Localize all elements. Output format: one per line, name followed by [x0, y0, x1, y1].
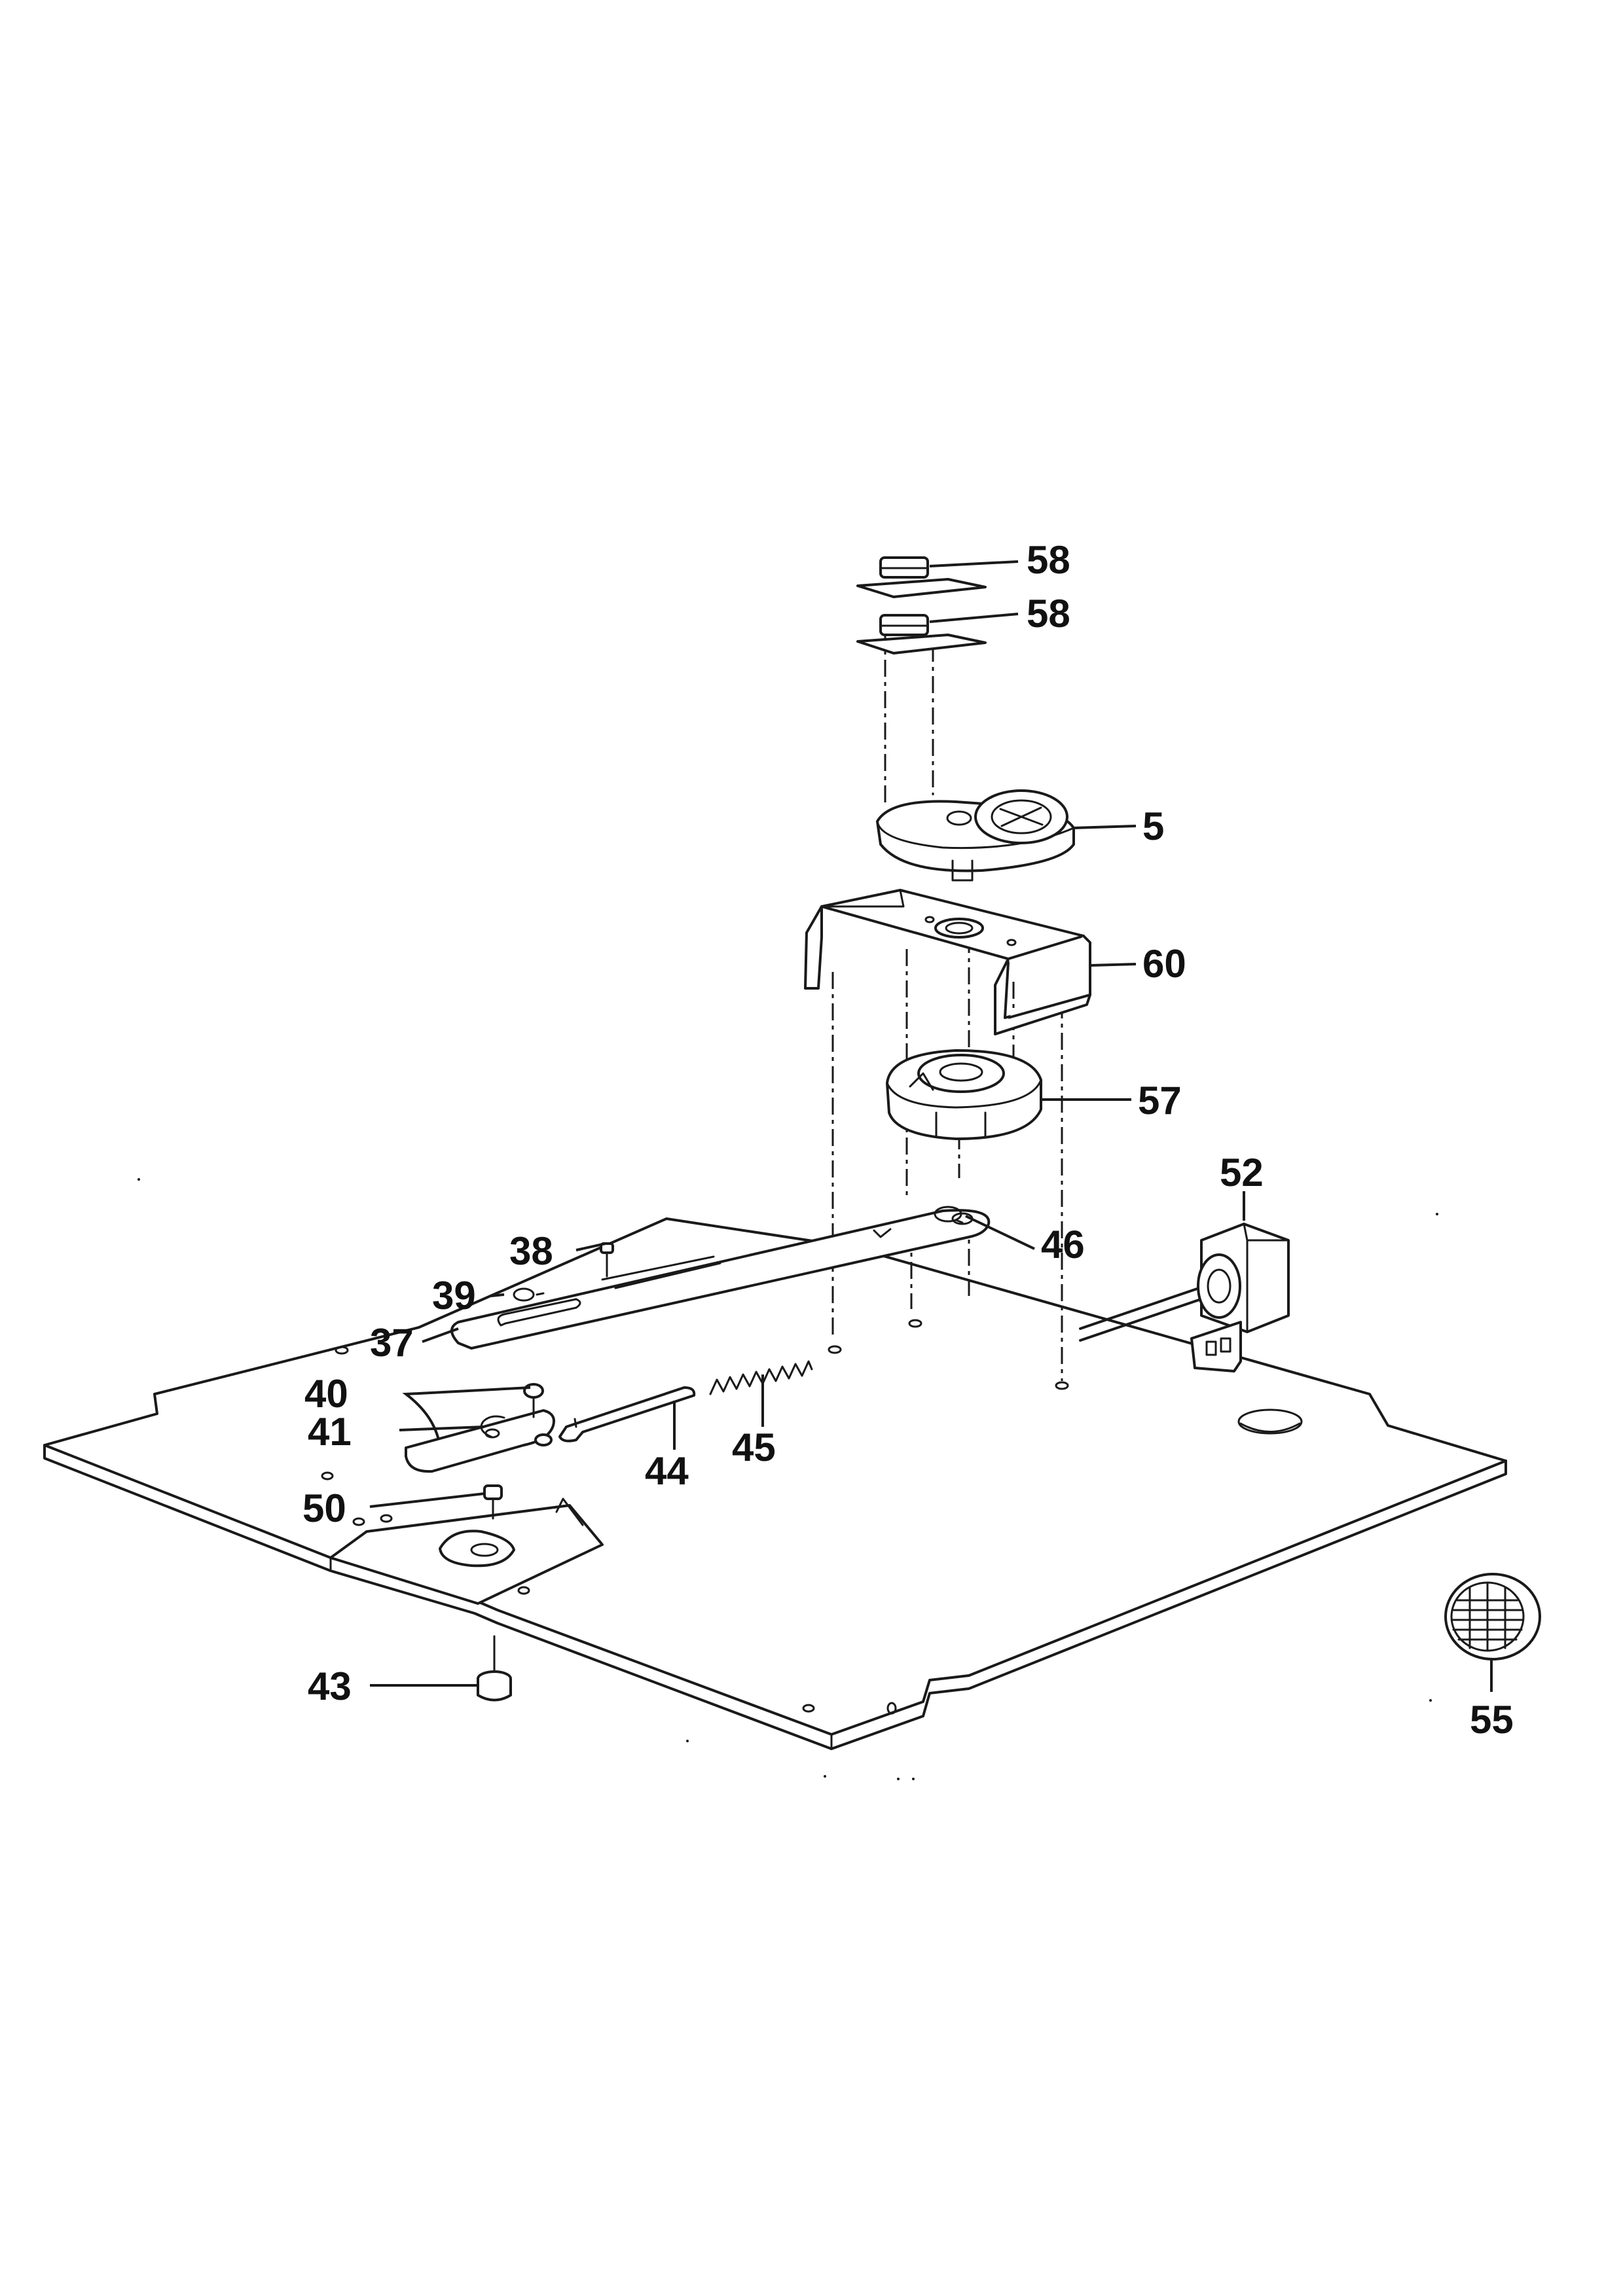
label-41: 41	[308, 1410, 352, 1454]
label-58-upper: 58	[1027, 538, 1070, 582]
label-46: 46	[1041, 1223, 1085, 1266]
scan-specks	[137, 1178, 1438, 1780]
label-57: 57	[1138, 1079, 1182, 1122]
label-38: 38	[509, 1229, 553, 1273]
label-43: 43	[308, 1664, 352, 1708]
label-50: 50	[302, 1486, 346, 1530]
base-plate	[43, 1217, 1507, 1750]
label-37: 37	[370, 1321, 414, 1365]
part-50-pin	[483, 1484, 503, 1520]
label-55: 55	[1470, 1698, 1514, 1742]
label-39: 39	[432, 1274, 476, 1318]
label-40: 40	[304, 1372, 348, 1416]
part-41-clip	[480, 1415, 505, 1439]
label-58-lower: 58	[1027, 592, 1070, 636]
label-52: 52	[1220, 1151, 1264, 1194]
part-40-latch	[405, 1383, 555, 1473]
part-57-gear	[886, 1049, 1042, 1140]
part-37-slider	[450, 1209, 991, 1350]
part-52-motor	[1079, 1223, 1290, 1372]
part-60-bracket	[804, 889, 1091, 1035]
label-45: 45	[732, 1426, 776, 1469]
label-5: 5	[1142, 804, 1164, 848]
part-55-grille	[1444, 1573, 1541, 1660]
part-38-screw	[600, 1242, 614, 1278]
label-60: 60	[1142, 942, 1186, 986]
part-43-nut	[477, 1635, 512, 1702]
part-5-motor	[876, 789, 1075, 882]
part-58-upper	[856, 556, 987, 598]
leader-lines	[369, 560, 1493, 1692]
part-44-lever	[558, 1386, 696, 1443]
label-44: 44	[645, 1449, 689, 1493]
part-labels: 58 58 5 60 57 52 38 46 39 37 40 41 44 45…	[302, 538, 1514, 1742]
part-46-ring	[934, 1206, 964, 1224]
part-39-clip	[513, 1287, 545, 1302]
part-58-lower	[856, 614, 987, 655]
